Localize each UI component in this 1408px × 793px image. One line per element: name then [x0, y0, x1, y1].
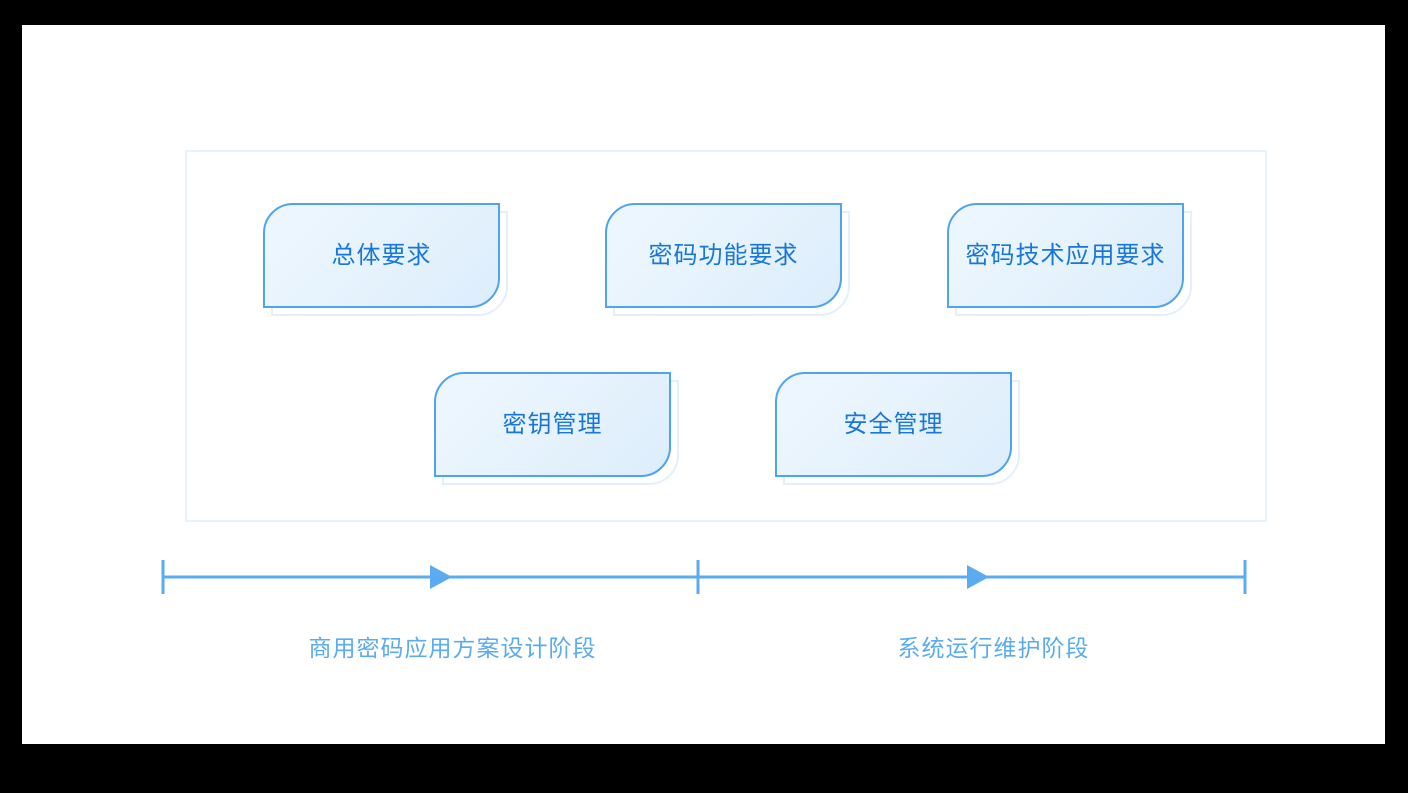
arrow-right-icon-phase-1 [430, 565, 452, 589]
slide-frame: 总体要求 密码功能要求 密码技术应用要求 密钥管理 安全管理 [22, 25, 1385, 744]
requirements-group-container [185, 150, 1267, 522]
node-box-overall-requirements[interactable]: 总体要求 [263, 203, 508, 316]
node-label: 安全管理 [843, 410, 944, 438]
slide-canvas: 总体要求 密码功能要求 密码技术应用要求 密钥管理 安全管理 [22, 25, 1385, 744]
node-body: 安全管理 [775, 372, 1012, 477]
node-box-key-management[interactable]: 密钥管理 [434, 372, 679, 485]
node-box-security-management[interactable]: 安全管理 [775, 372, 1020, 485]
node-box-crypto-tech-application-requirements[interactable]: 密码技术应用要求 [947, 203, 1192, 316]
node-body: 总体要求 [263, 203, 500, 308]
node-label: 密钥管理 [502, 410, 603, 438]
node-box-crypto-function-requirements[interactable]: 密码功能要求 [605, 203, 850, 316]
phase-label-design: 商用密码应用方案设计阶段 [308, 635, 597, 661]
node-label: 密码功能要求 [648, 241, 799, 269]
node-body: 密码功能要求 [605, 203, 842, 308]
node-body: 密码技术应用要求 [947, 203, 1184, 308]
node-label: 总体要求 [331, 241, 432, 269]
node-label: 密码技术应用要求 [965, 241, 1166, 269]
phase-label-operations: 系统运行维护阶段 [897, 635, 1090, 661]
node-body: 密钥管理 [434, 372, 671, 477]
arrow-right-icon-phase-2 [967, 565, 989, 589]
